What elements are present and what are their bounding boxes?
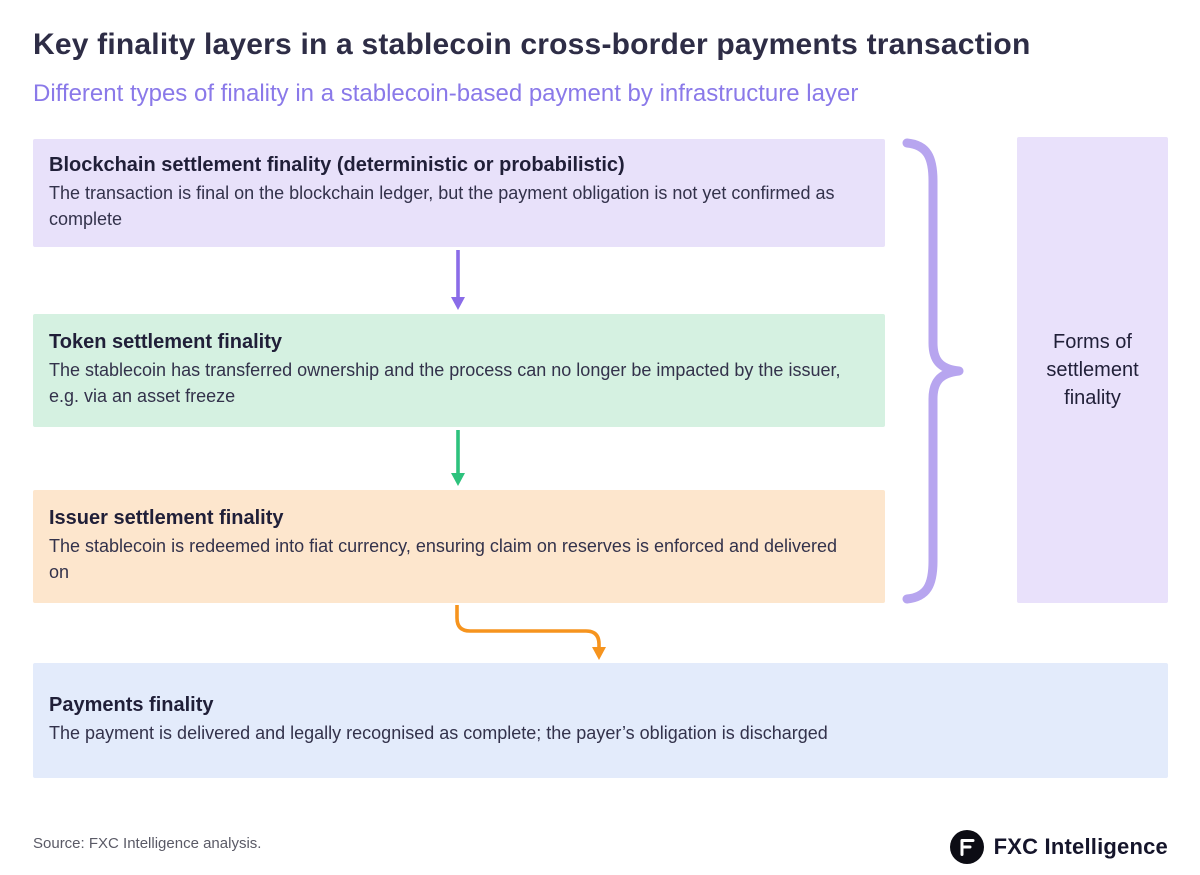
flow-box-payments-finality: Payments finality The payment is deliver…: [33, 663, 1168, 778]
flow-box-blockchain-settlement: Blockchain settlement finality (determin…: [33, 139, 885, 247]
side-panel-label: Forms of settlement finality: [1046, 331, 1139, 409]
flow-box-issuer-settlement: Issuer settlement finality The stablecoi…: [33, 490, 885, 603]
brand-lockup: FXC Intelligence: [949, 830, 1168, 864]
page-subtitle: Different types of finality in a stablec…: [33, 80, 859, 107]
box-title: Token settlement finality: [49, 331, 283, 354]
arrow-down-icon: [451, 250, 465, 310]
arrow-down-icon: [451, 430, 465, 486]
brand-name: FXC Intelligence: [993, 834, 1168, 859]
fxc-logo-icon: [949, 830, 984, 864]
box-title: Payments finality: [49, 694, 214, 717]
box-description: The stablecoin is redeemed into fiat cur…: [49, 536, 838, 582]
box-description: The transaction is final on the blockcha…: [49, 182, 835, 229]
source-note: Source: FXC Intelligence analysis.: [33, 835, 262, 852]
forms-of-settlement-finality-panel: Forms of settlement finality: [1017, 137, 1168, 603]
box-description: The payment is delivered and legally rec…: [49, 723, 828, 744]
box-title: Issuer settlement finality: [49, 507, 284, 530]
page-title: Key finality layers in a stablecoin cros…: [33, 28, 1031, 61]
box-title: Blockchain settlement finality (determin…: [49, 153, 625, 176]
box-description: The stablecoin has transferred ownership…: [49, 360, 841, 406]
flow-box-token-settlement: Token settlement finality The stablecoin…: [33, 314, 885, 427]
curved-arrow-icon: [455, 605, 606, 660]
curly-brace-icon: [902, 138, 964, 604]
